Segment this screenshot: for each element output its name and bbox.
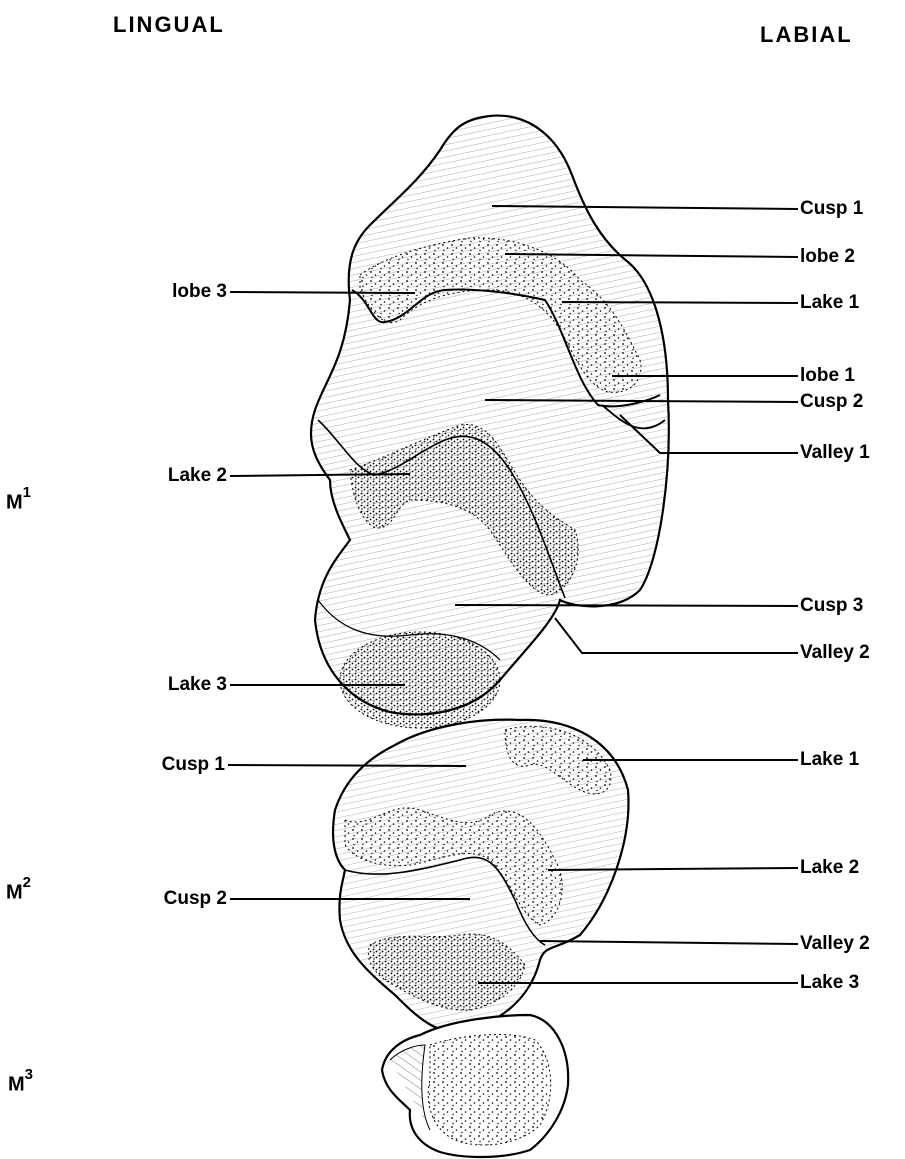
label-m1-lake1: Lake 1 [800,292,859,314]
leader-m1-cusp3 [455,605,798,606]
label-m2-lake1: Lake 1 [800,749,859,771]
label-m2-valley2: Valley 2 [800,933,870,955]
label-m1-lake2: Lake 2 [168,465,227,487]
label-m1-cusp2: Cusp 2 [800,391,863,413]
molar-number: 1 [23,484,31,501]
label-m1-lobe1: lobe 1 [800,365,855,387]
molar-number: 3 [25,1066,33,1083]
leader-m2-valley2 [540,941,798,944]
label-m1-lobe2: lobe 2 [800,246,855,268]
label-m1-lake3: Lake 3 [168,674,227,696]
molar-m3-label: M3 [8,1070,33,1097]
molar-number: 2 [23,874,31,891]
leader-m1-lobe3 [230,292,415,293]
molar-letter: M [8,1074,25,1096]
molar-m1-label: M1 [6,488,31,515]
label-m2-lake2: Lake 2 [800,857,859,879]
molar-m2-label: M2 [6,878,31,905]
leader-m1-lake1 [562,302,798,303]
m3-tooth [382,1015,568,1157]
leader-m1-valley2 [555,618,798,653]
leader-m2-cusp1 [228,765,466,766]
label-m2-cusp1: Cusp 1 [162,754,225,776]
label-m1-valley2: Valley 2 [800,642,870,664]
label-m2-cusp2: Cusp 2 [164,888,227,910]
label-m1-lobe3: lobe 3 [172,281,227,303]
label-m2-lake3: Lake 3 [800,972,859,994]
molar-letter: M [6,492,23,514]
label-m1-cusp3: Cusp 3 [800,595,863,617]
label-m1-valley1: Valley 1 [800,442,870,464]
lingual-header: LINGUAL [113,12,225,38]
molar-letter: M [6,882,23,904]
label-m1-cusp1: Cusp 1 [800,198,863,220]
labial-header: LABIAL [760,22,853,48]
